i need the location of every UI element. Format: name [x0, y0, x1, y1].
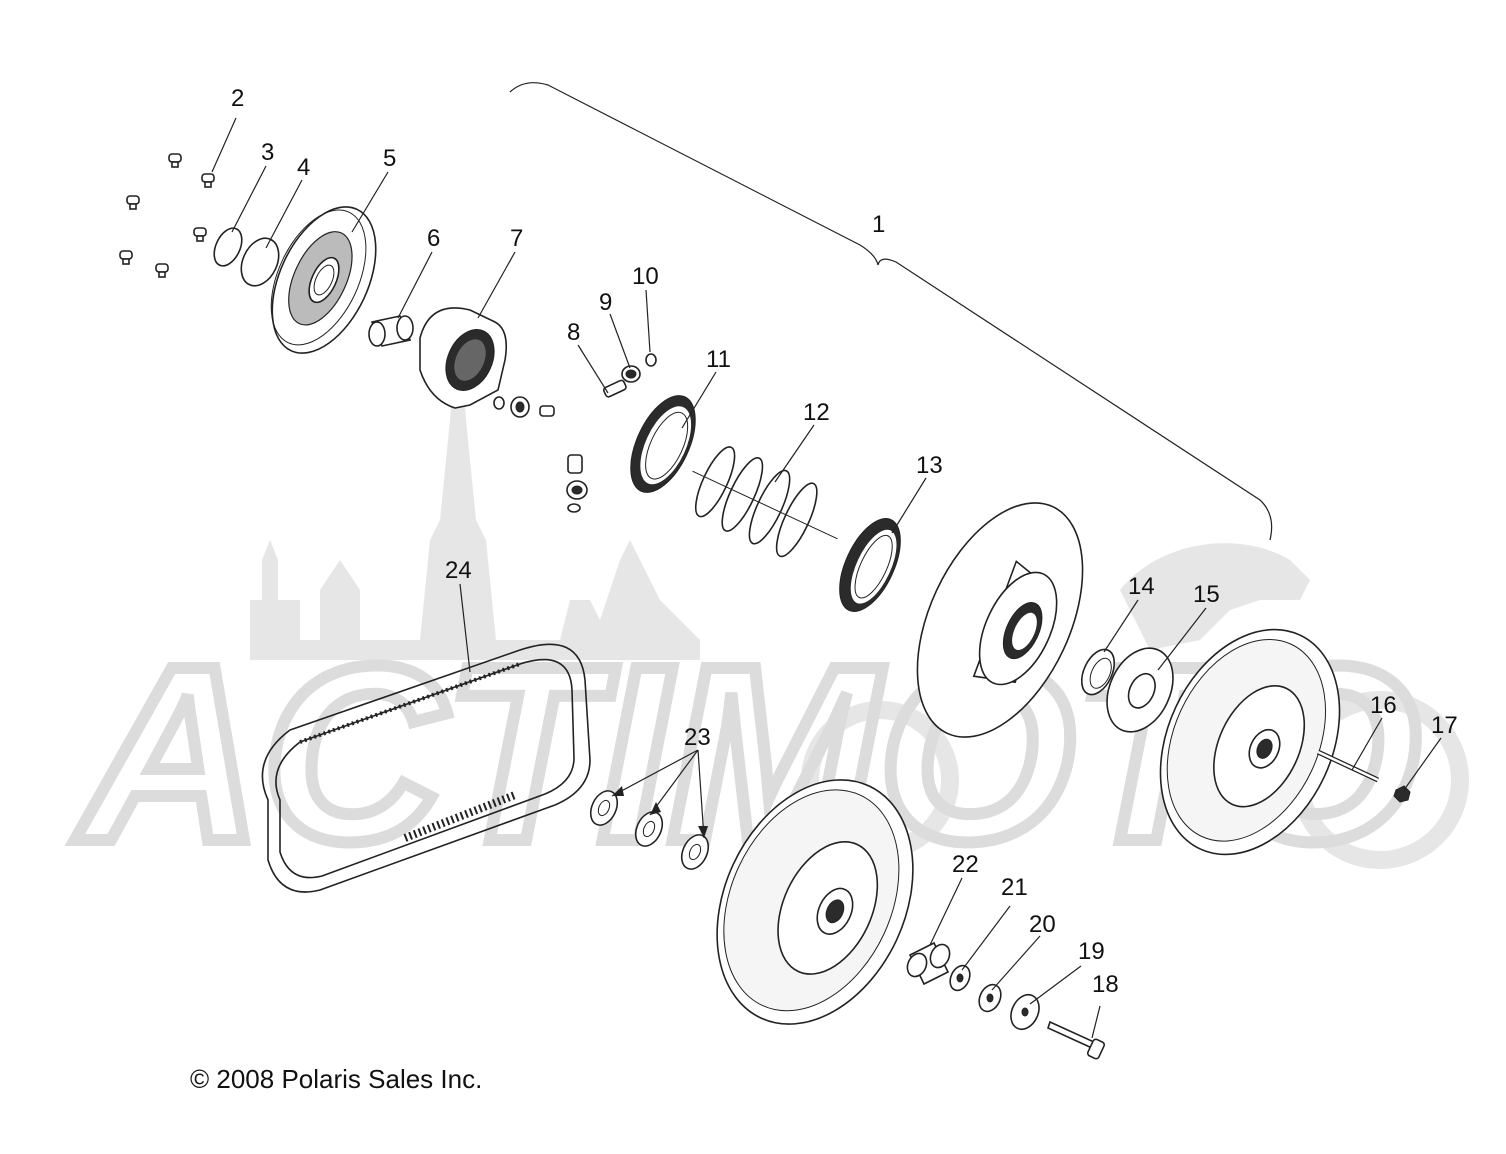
spring: [692, 446, 838, 558]
callout-18: 18: [1092, 971, 1119, 998]
washer-19: [1010, 993, 1040, 1031]
sheave-bushing: [1080, 648, 1116, 696]
screws: [119, 153, 215, 278]
bushing: [368, 315, 414, 347]
drive-belt: [261, 643, 591, 893]
assembly-bracket: [509, 82, 1273, 541]
stationary-sheave: [1159, 628, 1341, 856]
callout-22: 22: [952, 851, 979, 878]
helix-hardware: [493, 396, 555, 418]
callout-labels: 1 2 3 4 5 6 7 8 9 10 11 12 13 14 15 16 1…: [231, 85, 1458, 998]
spring-seat: [630, 395, 696, 493]
roller-set: [566, 454, 588, 513]
bolt: [1047, 1020, 1106, 1060]
callout-9: 9: [599, 289, 612, 316]
copyright-notice: © 2008 Polaris Sales Inc.: [190, 1064, 483, 1094]
snap-ring: [213, 227, 243, 267]
callout-8: 8: [567, 319, 580, 346]
callout-10: 10: [632, 263, 659, 290]
callout-20: 20: [1029, 911, 1056, 938]
drive-clutch: [716, 779, 914, 1025]
callout-2: 2: [231, 85, 244, 112]
pin: [1316, 749, 1380, 783]
leader-lines: [211, 117, 1442, 1039]
moveable-sheave: [916, 502, 1084, 738]
callout-7: 7: [510, 225, 523, 252]
callout-19: 19: [1078, 938, 1105, 965]
callout-16: 16: [1370, 692, 1397, 719]
callout-6: 6: [427, 225, 440, 252]
nut: [1393, 785, 1411, 803]
leader-arrowheads: [612, 786, 708, 838]
roller: [621, 365, 641, 383]
washer-21: [949, 964, 971, 992]
callout-1: 1: [872, 211, 885, 238]
callout-24: 24: [445, 557, 472, 584]
helix: [419, 307, 508, 409]
button-washer: [645, 353, 657, 367]
callout-11: 11: [706, 346, 731, 373]
callout-5: 5: [383, 145, 396, 172]
callout-13: 13: [916, 452, 943, 479]
spacer-ring: [839, 518, 901, 612]
spacer: [906, 941, 951, 986]
callout-4: 4: [297, 154, 310, 181]
callout-12: 12: [803, 399, 830, 426]
callout-21: 21: [1001, 874, 1028, 901]
driven-cover: [270, 206, 377, 354]
callout-14: 14: [1128, 573, 1155, 600]
washer-20: [978, 983, 1002, 1013]
callout-23: 23: [684, 724, 711, 751]
callout-15: 15: [1193, 581, 1220, 608]
callout-17: 17: [1431, 712, 1458, 739]
roller-pin: [603, 379, 627, 398]
callout-3: 3: [261, 139, 274, 166]
thrust-washer: [1106, 647, 1174, 733]
